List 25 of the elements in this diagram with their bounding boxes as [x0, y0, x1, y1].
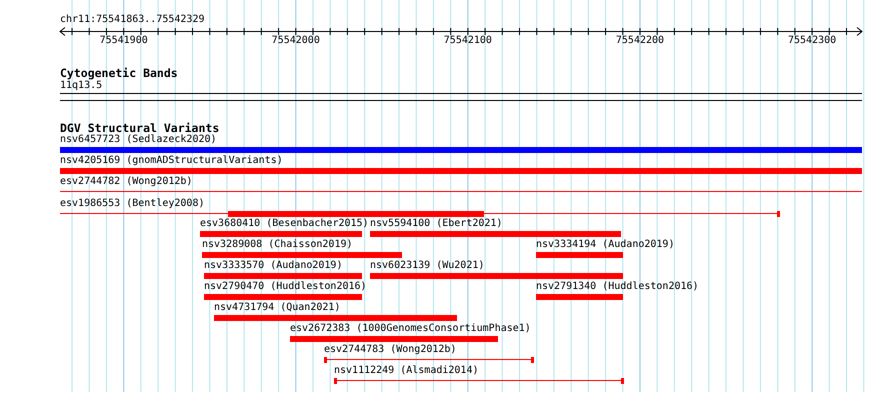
feature-label: nsv5594100 (Ebert2021) — [370, 218, 502, 230]
feature-label: nsv4205169 (gnomADStructuralVariants) — [60, 155, 283, 167]
track-title: DGV Structural Variants — [60, 121, 220, 135]
feature-label: nsv6023139 (Wu2021) — [370, 260, 484, 272]
feature-label: esv2672383 (1000GenomesConsortiumPhase1) — [290, 323, 531, 335]
feature-label: nsv3289008 (Chaisson2019) — [202, 239, 353, 251]
region-coordinates: chr11:75541863..75542329 — [60, 14, 204, 26]
tick-label: 75542100 — [442, 35, 493, 47]
feature-label: nsv4731794 (Quan2021) — [214, 302, 340, 314]
feature-label: nsv3333570 (Audano2019) — [204, 260, 342, 272]
feature-label: esv1986553 (Bentley2008) — [60, 198, 204, 210]
feature-label: nsv2791340 (Huddleston2016) — [536, 281, 699, 293]
tick-label: 75542000 — [270, 35, 321, 47]
tick-label: 75542300 — [786, 35, 838, 47]
feature-label: esv3680410 (Besenbacher2015) — [200, 218, 369, 230]
feature-label: nsv2790470 (Huddleston2016) — [204, 281, 367, 293]
track-title: Cytogenetic Bands — [60, 66, 178, 80]
feature-label: nsv3334194 (Audano2019) — [536, 239, 674, 251]
band-label: 11q13.5 — [60, 80, 102, 92]
feature-label: nsv6457723 (Sedlazeck2020) — [60, 134, 217, 146]
feature-label: nsv1112249 (Alsmadi2014) — [334, 365, 478, 377]
tick-label: 75542200 — [614, 35, 666, 47]
feature-label: esv2744783 (Wong2012b) — [324, 344, 456, 356]
tick-label: 75541900 — [98, 35, 149, 47]
feature-label: esv2744782 (Wong2012b) — [60, 176, 192, 188]
